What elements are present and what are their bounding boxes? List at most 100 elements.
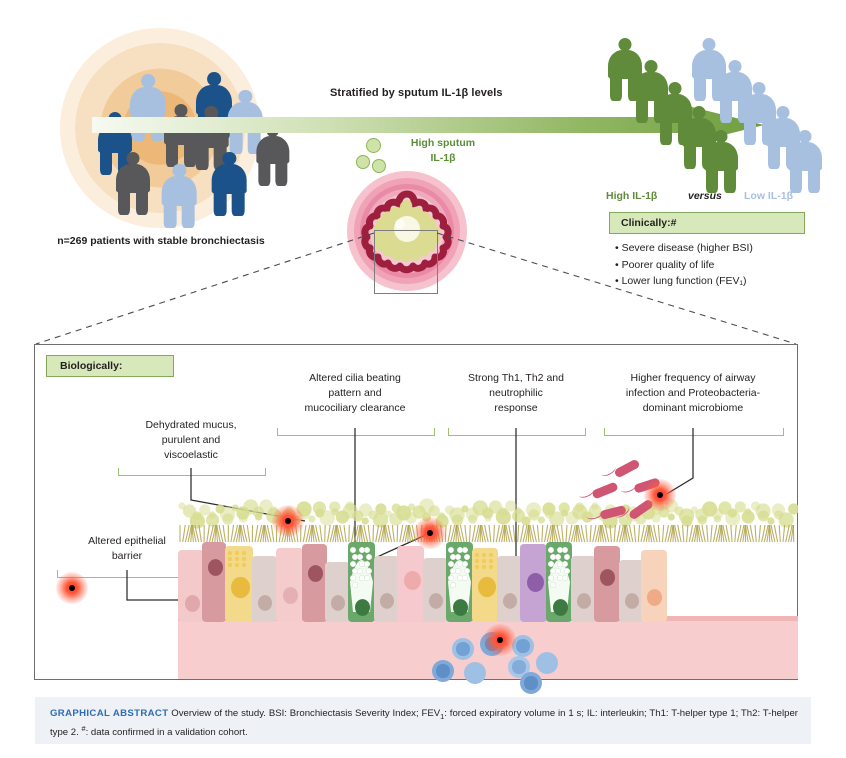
- clinical-findings-list: • Severe disease (higher BSI) • Poorer q…: [615, 240, 830, 290]
- caption-box: GRAPHICAL ABSTRACT Overview of the study…: [35, 697, 811, 744]
- sputum-dot-0: [366, 138, 381, 153]
- immune-cell-0: [452, 638, 474, 660]
- cohort-person-6: [256, 124, 290, 186]
- immune-cell-4: [512, 635, 534, 657]
- cell-nucleus: [308, 565, 323, 582]
- label-line: Dehydrated mucus,: [145, 419, 237, 431]
- high-il1b-person-3: [682, 106, 716, 169]
- person-body: [256, 135, 290, 186]
- feature-label-cilia-beating: Altered cilia beating pattern and mucoci…: [272, 371, 438, 416]
- label-line: Higher frequency of airway: [630, 372, 756, 384]
- label-line: Altered epithelial: [88, 535, 166, 547]
- bracket-cilia-beating: [277, 428, 435, 436]
- immune-cell-nucleus: [540, 656, 554, 670]
- person-body: [704, 141, 738, 193]
- clinically-header-text: Clinically:#: [621, 217, 677, 229]
- sputum-label: High sputum IL-1β: [388, 136, 498, 166]
- versus-label: versus: [688, 190, 722, 202]
- epithelial-cell-13: [497, 556, 522, 622]
- label-line: barrier: [111, 549, 143, 562]
- low-il1b-person-0: [692, 38, 726, 101]
- epithelial-cell-17: [594, 546, 620, 622]
- person-head: [207, 72, 221, 86]
- cell-nucleus: [185, 595, 200, 612]
- immune-cell-7: [520, 672, 542, 694]
- immune-cell-6: [536, 652, 558, 674]
- immune-cell-nucleus: [456, 642, 470, 656]
- label-line: dominant microbiome: [642, 401, 744, 414]
- epithelial-cell-14: [520, 544, 547, 622]
- sputum-label-line2: IL-1β: [430, 152, 456, 165]
- cell-nucleus: [553, 599, 568, 616]
- person-head: [174, 104, 188, 117]
- feature-label-th1-th2-neutrophil: Strong Th1, Th2 and neutrophilic respons…: [442, 371, 590, 416]
- epithelial-cell-19: [641, 550, 667, 622]
- epithelial-cell-18: [619, 560, 644, 622]
- cohort-caption: n=269 patients with stable bronchiectasi…: [57, 235, 265, 247]
- cell-nucleus: [453, 599, 468, 616]
- caption-sup-1: #: [81, 723, 86, 733]
- cohort-person-9: [211, 152, 247, 217]
- person-head: [728, 60, 742, 73]
- epithelial-cell-5: [302, 544, 327, 622]
- label-line: Strong Th1, Th2 and: [468, 372, 564, 384]
- feature-label-airway-infection: Higher frequency of airway infection and…: [600, 371, 786, 416]
- feature-label-epithelial-barrier: Altered epithelial barrier: [52, 534, 202, 564]
- person-head: [618, 38, 632, 51]
- clinical-item: • Poorer quality of life: [615, 258, 715, 271]
- label-line: neutrophilic: [489, 386, 543, 399]
- label-line: response: [494, 401, 538, 414]
- stratified-figure-groups: [0, 0, 846, 200]
- feature-label-dehydrated-mucus: Dehydrated mucus, purulent and viscoelas…: [110, 418, 272, 463]
- cell-nucleus: [577, 593, 591, 609]
- low-il1b-person-4: [788, 130, 822, 193]
- label-line: Altered cilia beating: [309, 372, 401, 384]
- person-body: [692, 49, 726, 101]
- stratification-arrow: [92, 106, 764, 144]
- label-line: infection and Proteobacteria-: [625, 386, 761, 399]
- cohort-person-8: [161, 164, 197, 229]
- caption-text: GRAPHICAL ABSTRACT Overview of the study…: [50, 706, 798, 741]
- infection-hotspot-marker: [657, 492, 663, 498]
- person-head: [752, 82, 766, 95]
- clinically-header-box: Clinically:#: [609, 212, 805, 234]
- high-il1b-person-4: [704, 130, 738, 193]
- sputum-label-line1: High sputum: [410, 137, 476, 149]
- person-head: [702, 38, 716, 51]
- cell-nucleus: [647, 589, 662, 606]
- person-head: [222, 152, 236, 166]
- caption-body-1: Overview of the study. BSI: Bronchiectas…: [168, 708, 441, 719]
- cell-nucleus: [283, 587, 298, 604]
- label-line: pattern and: [328, 386, 382, 399]
- person-body: [788, 141, 822, 193]
- cell-nucleus: [355, 599, 370, 616]
- label-line: viscoelastic: [164, 448, 218, 461]
- epithelial-cell-8: [374, 556, 399, 622]
- epithelial-cell-2: [225, 546, 253, 622]
- cilia-hotspot-marker: [427, 530, 433, 536]
- person-body: [116, 163, 150, 215]
- person-head: [644, 60, 658, 73]
- person-head: [776, 106, 790, 119]
- epithelial-cell-10: [423, 558, 448, 622]
- caption-body-3: : data confirmed in a validation cohort.: [85, 727, 248, 739]
- cohort-person-7: [116, 152, 150, 215]
- airway-zoom-selection: [374, 230, 438, 294]
- biologically-header-box: Biologically:: [46, 355, 174, 377]
- epithelial-cell-0: [178, 550, 204, 622]
- epithelial-cell-16: [571, 556, 596, 622]
- clinical-item: • Severe disease (higher BSI): [615, 242, 753, 254]
- cell-nucleus: [404, 570, 421, 591]
- epithelial-cell-15: [546, 542, 572, 622]
- cell-nucleus: [625, 593, 639, 609]
- epithelial-cell-7: [348, 542, 375, 622]
- immune-cell-nucleus: [524, 676, 538, 690]
- person-body: [161, 176, 197, 229]
- person-head: [668, 82, 682, 95]
- epithelial-cell-3: [252, 556, 277, 622]
- person-head: [141, 74, 155, 88]
- epithelial-cell-1: [202, 542, 226, 622]
